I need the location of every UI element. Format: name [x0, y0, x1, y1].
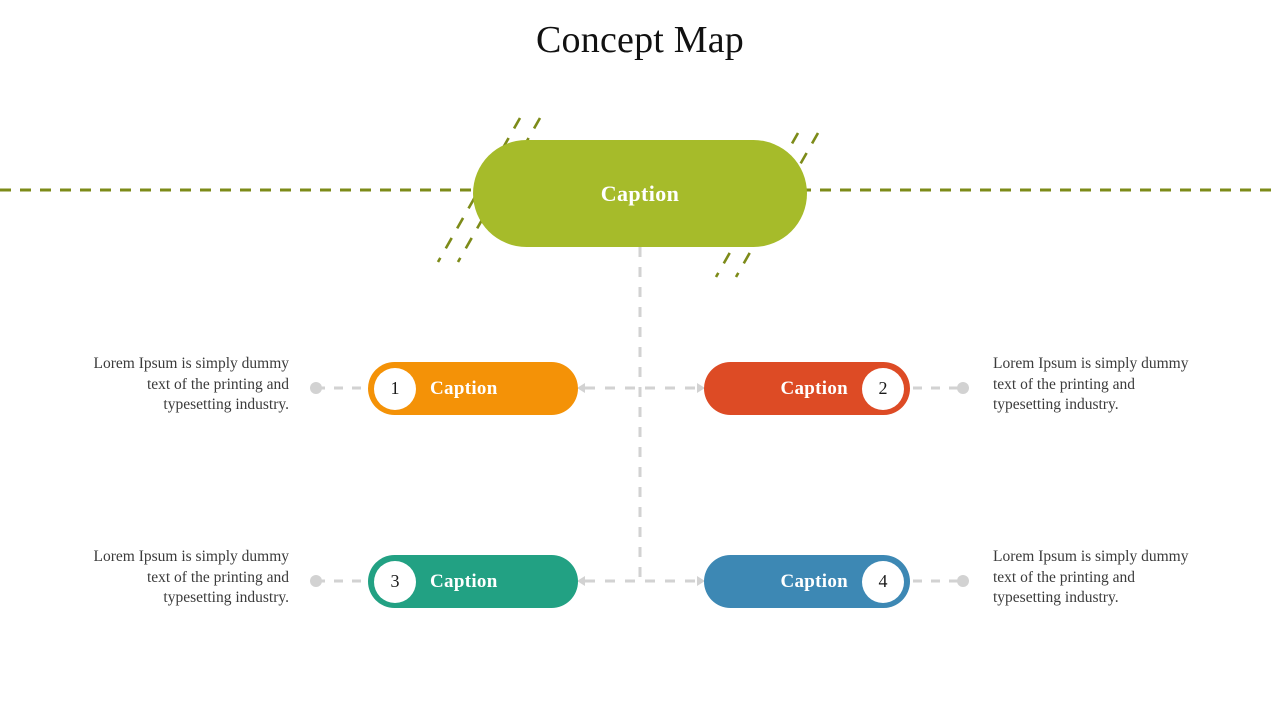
concept-node-label-4: Caption — [780, 570, 848, 592]
node-number-badge-4: 4 — [862, 560, 904, 603]
arrowhead-node-3 — [577, 576, 585, 586]
node-number-badge-3: 3 — [374, 560, 416, 603]
central-concept-label: Caption — [600, 180, 680, 206]
arrowhead-node-1 — [577, 383, 585, 393]
concept-node-label-1: Caption — [430, 377, 498, 399]
concept-description-1: Lorem Ipsum is simply dummy text of the … — [93, 355, 289, 413]
central-concept-node[interactable]: Caption — [473, 140, 807, 247]
concept-node-1[interactable]: 1 Caption — [368, 362, 578, 415]
leader-dot-3 — [310, 575, 322, 587]
concept-node-3[interactable]: 3 Caption — [368, 555, 578, 608]
leader-dot-1 — [310, 382, 322, 394]
concept-node-label-3: Caption — [430, 570, 498, 592]
concept-description-3: Lorem Ipsum is simply dummy text of the … — [93, 548, 289, 606]
node-number-badge-1: 1 — [374, 367, 416, 410]
page-title: Concept Map — [536, 19, 744, 61]
concept-description-4: Lorem Ipsum is simply dummy text of the … — [993, 548, 1189, 606]
leader-dot-2 — [957, 382, 969, 394]
leader-dot-4 — [957, 575, 969, 587]
concept-description-2: Lorem Ipsum is simply dummy text of the … — [993, 355, 1189, 413]
concept-node-2[interactable]: Caption 2 — [704, 362, 910, 415]
node-number-badge-2: 2 — [862, 367, 904, 410]
concept-node-label-2: Caption — [780, 377, 848, 399]
concept-node-4[interactable]: Caption 4 — [704, 555, 910, 608]
